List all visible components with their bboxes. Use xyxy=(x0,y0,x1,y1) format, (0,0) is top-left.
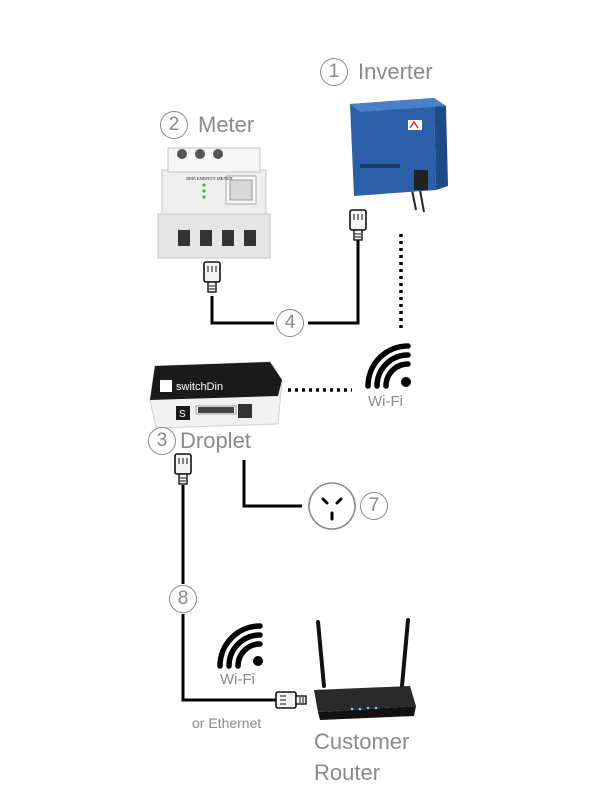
droplet-power-cable xyxy=(242,460,302,508)
meter-ethernet-cable xyxy=(210,296,274,325)
meter-terminal xyxy=(200,230,212,246)
qr-code xyxy=(238,404,252,418)
cables xyxy=(181,234,403,702)
meter-label: Meter xyxy=(198,112,255,137)
or-ethernet-label: or Ethernet xyxy=(192,715,262,731)
meter-device: SMA ENERGY METER xyxy=(157,147,271,259)
barcode xyxy=(198,407,234,413)
droplet-label: Droplet xyxy=(180,428,251,453)
power-outlet-icon xyxy=(308,482,356,530)
droplet-router-cable-lower xyxy=(181,614,278,702)
wifi-icon xyxy=(217,623,263,669)
droplet-brand: switchDin xyxy=(176,381,223,393)
meter-number-badge: 2 xyxy=(160,111,188,139)
router-device xyxy=(314,618,416,720)
wifi-icon xyxy=(365,343,411,389)
inverter-number-badge: 1 xyxy=(320,58,348,86)
droplet-number-badge: 3 xyxy=(148,427,176,455)
router-link-number-badge: 8 xyxy=(169,585,197,613)
inverter-ethernet-cable xyxy=(308,238,360,325)
ethernet-link-number-badge: 4 xyxy=(276,309,304,337)
meter-terminal xyxy=(244,230,256,246)
rj45-connector-droplet xyxy=(174,453,192,485)
inverter-label: Inverter xyxy=(358,59,433,84)
wifi-label-lower: Wi-Fi xyxy=(220,671,255,688)
inverter-device xyxy=(350,98,448,213)
power-outlet-number-badge: 7 xyxy=(360,492,388,520)
meter-terminal xyxy=(222,230,234,246)
router-label-line2: Router xyxy=(314,760,381,785)
droplet-device: switchDin S xyxy=(149,361,283,429)
meter-terminal xyxy=(195,149,205,159)
meter-terminal xyxy=(213,149,223,159)
meter-terminal xyxy=(178,230,190,246)
rj45-connector-router xyxy=(275,691,307,709)
meter-panel-text: SMA ENERGY METER xyxy=(186,176,233,181)
rj45-connector-meter xyxy=(203,261,221,293)
meter-terminal xyxy=(177,149,187,159)
rj45-connector-inverter xyxy=(349,209,367,241)
droplet-badge: S xyxy=(179,409,186,420)
router-label-line1: Customer xyxy=(314,729,410,754)
wifi-label-upper: Wi-Fi xyxy=(368,393,403,410)
